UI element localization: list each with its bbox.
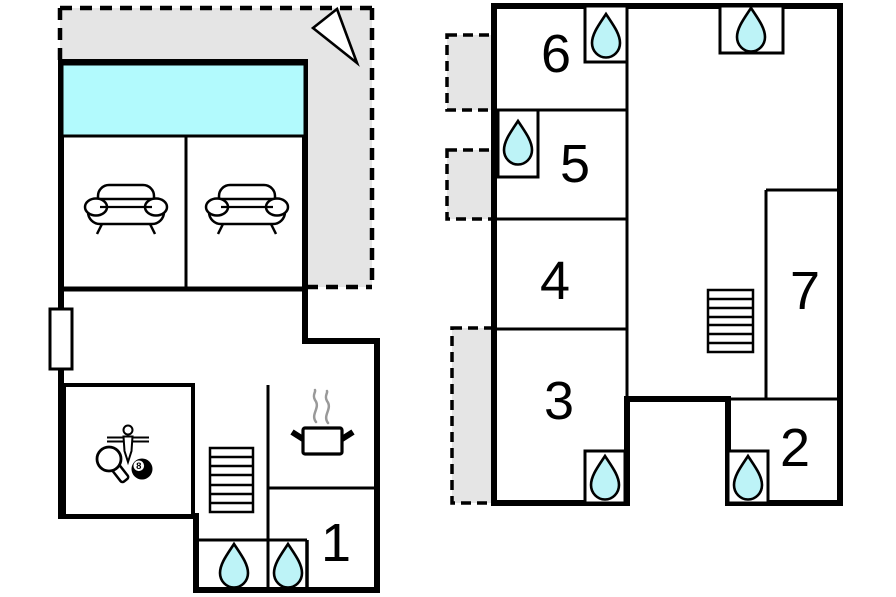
balcony	[445, 33, 496, 112]
steam-icon	[312, 388, 331, 425]
room-label-3: 3	[544, 371, 574, 431]
balcony	[450, 326, 496, 505]
room-label-7: 7	[790, 261, 820, 321]
eight-ball-icon: 8	[131, 458, 153, 480]
stairs-icon	[706, 288, 755, 354]
pool-strip	[60, 62, 307, 138]
games-room-icons: 8	[95, 424, 153, 484]
balcony	[445, 148, 496, 221]
left-floor-plan: 8 1	[48, 5, 380, 593]
table-tennis-paddle-icon	[95, 445, 130, 484]
room-label-5: 5	[560, 134, 590, 194]
cooking-pot-icon	[290, 426, 355, 456]
north-arrow-icon	[310, 6, 360, 67]
right-floor-plan: 6 5 4 3 7 2	[445, 3, 843, 506]
room-label-1: 1	[321, 513, 351, 573]
foosball-player-icon	[107, 424, 149, 466]
stairs-icon	[208, 446, 255, 514]
kitchen-icons	[290, 388, 355, 456]
eight-ball-label: 8	[136, 461, 141, 472]
room-label-2: 2	[780, 418, 810, 478]
balconies	[445, 33, 496, 505]
window-marker	[48, 307, 74, 371]
room-label-6: 6	[541, 24, 571, 84]
terrace-dashed-border	[57, 5, 375, 290]
right-interior-walls	[494, 6, 840, 401]
room-label-4: 4	[540, 251, 570, 311]
